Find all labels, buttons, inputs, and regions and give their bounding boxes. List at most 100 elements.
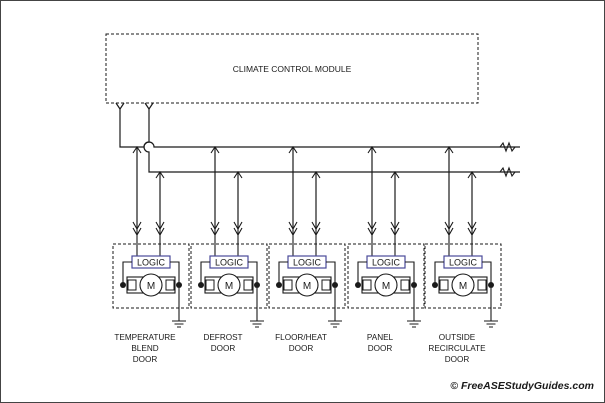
motor-symbol: [295, 273, 319, 297]
logic-label: LOGIC: [293, 258, 322, 268]
door-caption-line: DOOR: [445, 355, 470, 364]
connector-2: [144, 102, 154, 111]
logic-label: LOGIC: [137, 258, 166, 268]
signal-arrow-b: [155, 221, 165, 256]
ground-symbol: [328, 288, 342, 328]
terminal-left: [198, 282, 204, 288]
actuator-2: LOGIC M DEFROST DOOR: [190, 146, 268, 353]
motor-brush-right: [400, 279, 410, 291]
actuator-enclosure: [268, 243, 346, 309]
motor-symbol: [217, 273, 241, 297]
climate-control-module: CLIMATE CONTROL MODULE: [105, 33, 479, 104]
door-caption: DEFROST DOOR: [203, 333, 242, 353]
motor-symbol: [374, 273, 398, 297]
door-caption-line: DEFROST: [203, 333, 242, 342]
door-caption-line: DOOR: [211, 344, 236, 353]
bus-tap-b: [390, 171, 400, 179]
ground-symbol: [172, 288, 186, 328]
ground-symbol: [250, 288, 264, 328]
power-loop: [200, 261, 258, 284]
power-loop: [434, 261, 492, 284]
bus-tap-a: [210, 146, 220, 154]
terminal-left: [120, 282, 126, 288]
signal-arrow-b: [311, 221, 321, 256]
module-label: CLIMATE CONTROL MODULE: [233, 64, 352, 74]
door-caption-line: RECIRCULATE: [428, 344, 486, 353]
door-caption-line: PANEL: [367, 333, 394, 342]
module-box: [105, 33, 479, 104]
bus-wires: [115, 102, 520, 178]
actuator-enclosure: [424, 243, 502, 309]
motor-brush-left: [283, 279, 293, 291]
terminal-right: [488, 282, 494, 288]
actuator-5: LOGIC M OUTSIDE RECIRCULATE DOOR: [424, 146, 502, 364]
motor-brush-left: [205, 279, 215, 291]
terminal-right: [332, 282, 338, 288]
door-caption-line: OUTSIDE: [439, 333, 476, 342]
terminal-left: [355, 282, 361, 288]
logic-label: LOGIC: [215, 258, 244, 268]
bus-tap-a: [367, 146, 377, 154]
signal-arrow-b: [390, 221, 400, 256]
bus-tap-b: [311, 171, 321, 179]
door-caption: PANEL DOOR: [367, 333, 394, 353]
door-caption-line: DOOR: [133, 355, 158, 364]
motor-label: M: [382, 281, 390, 292]
actuator-enclosure: [347, 243, 425, 309]
motor-symbol: [139, 273, 163, 297]
bus-wire-a: [119, 109, 520, 148]
terminal-right: [254, 282, 260, 288]
bus-tap-b: [155, 171, 165, 179]
connector-1: [115, 102, 125, 111]
ground-symbol: [484, 288, 498, 328]
motor-label: M: [147, 281, 155, 292]
logic-label: LOGIC: [449, 258, 478, 268]
motor-brush-right: [477, 279, 487, 291]
motor-brush-right: [321, 279, 331, 291]
motor-brush-left: [439, 279, 449, 291]
door-caption-line: DOOR: [368, 344, 393, 353]
bus-wire-b: [143, 109, 520, 173]
door-caption-line: BLEND: [131, 344, 158, 353]
motor-brush-left: [127, 279, 137, 291]
motor-label: M: [303, 281, 311, 292]
bus-tap-a: [288, 146, 298, 154]
bus-tap-b: [233, 171, 243, 179]
signal-arrow-a: [367, 221, 377, 256]
copyright-text: © FreeASEStudyGuides.com: [450, 380, 594, 392]
terminal-right: [176, 282, 182, 288]
bus-tap-b: [467, 171, 477, 179]
door-caption-line: FLOOR/HEAT: [275, 333, 327, 342]
actuator-4: LOGIC M PANEL DOOR: [347, 146, 425, 353]
motor-brush-right: [243, 279, 253, 291]
signal-arrow-a: [210, 221, 220, 256]
power-loop: [357, 261, 415, 284]
terminating-resistor-b: [499, 166, 516, 178]
signal-arrow-a: [444, 221, 454, 256]
terminal-left: [276, 282, 282, 288]
power-loop: [278, 261, 336, 284]
door-caption: FLOOR/HEAT DOOR: [275, 333, 327, 353]
actuator-3: LOGIC M FLOOR/HEAT DOOR: [268, 146, 346, 353]
motor-symbol: [451, 273, 475, 297]
actuator-enclosure: [190, 243, 268, 309]
terminal-right: [411, 282, 417, 288]
signal-arrow-b: [467, 221, 477, 256]
door-caption-line: DOOR: [289, 344, 314, 353]
motor-label: M: [225, 281, 233, 292]
signal-arrow-a: [132, 221, 142, 256]
logic-label: LOGIC: [372, 258, 401, 268]
bus-tap-a: [132, 146, 142, 154]
bus-tap-a: [444, 146, 454, 154]
signal-arrow-b: [233, 221, 243, 256]
power-loop: [122, 261, 180, 284]
motor-brush-right: [165, 279, 175, 291]
motor-label: M: [459, 281, 467, 292]
actuator-enclosure: [112, 243, 190, 309]
door-caption: OUTSIDE RECIRCULATE DOOR: [428, 333, 486, 364]
